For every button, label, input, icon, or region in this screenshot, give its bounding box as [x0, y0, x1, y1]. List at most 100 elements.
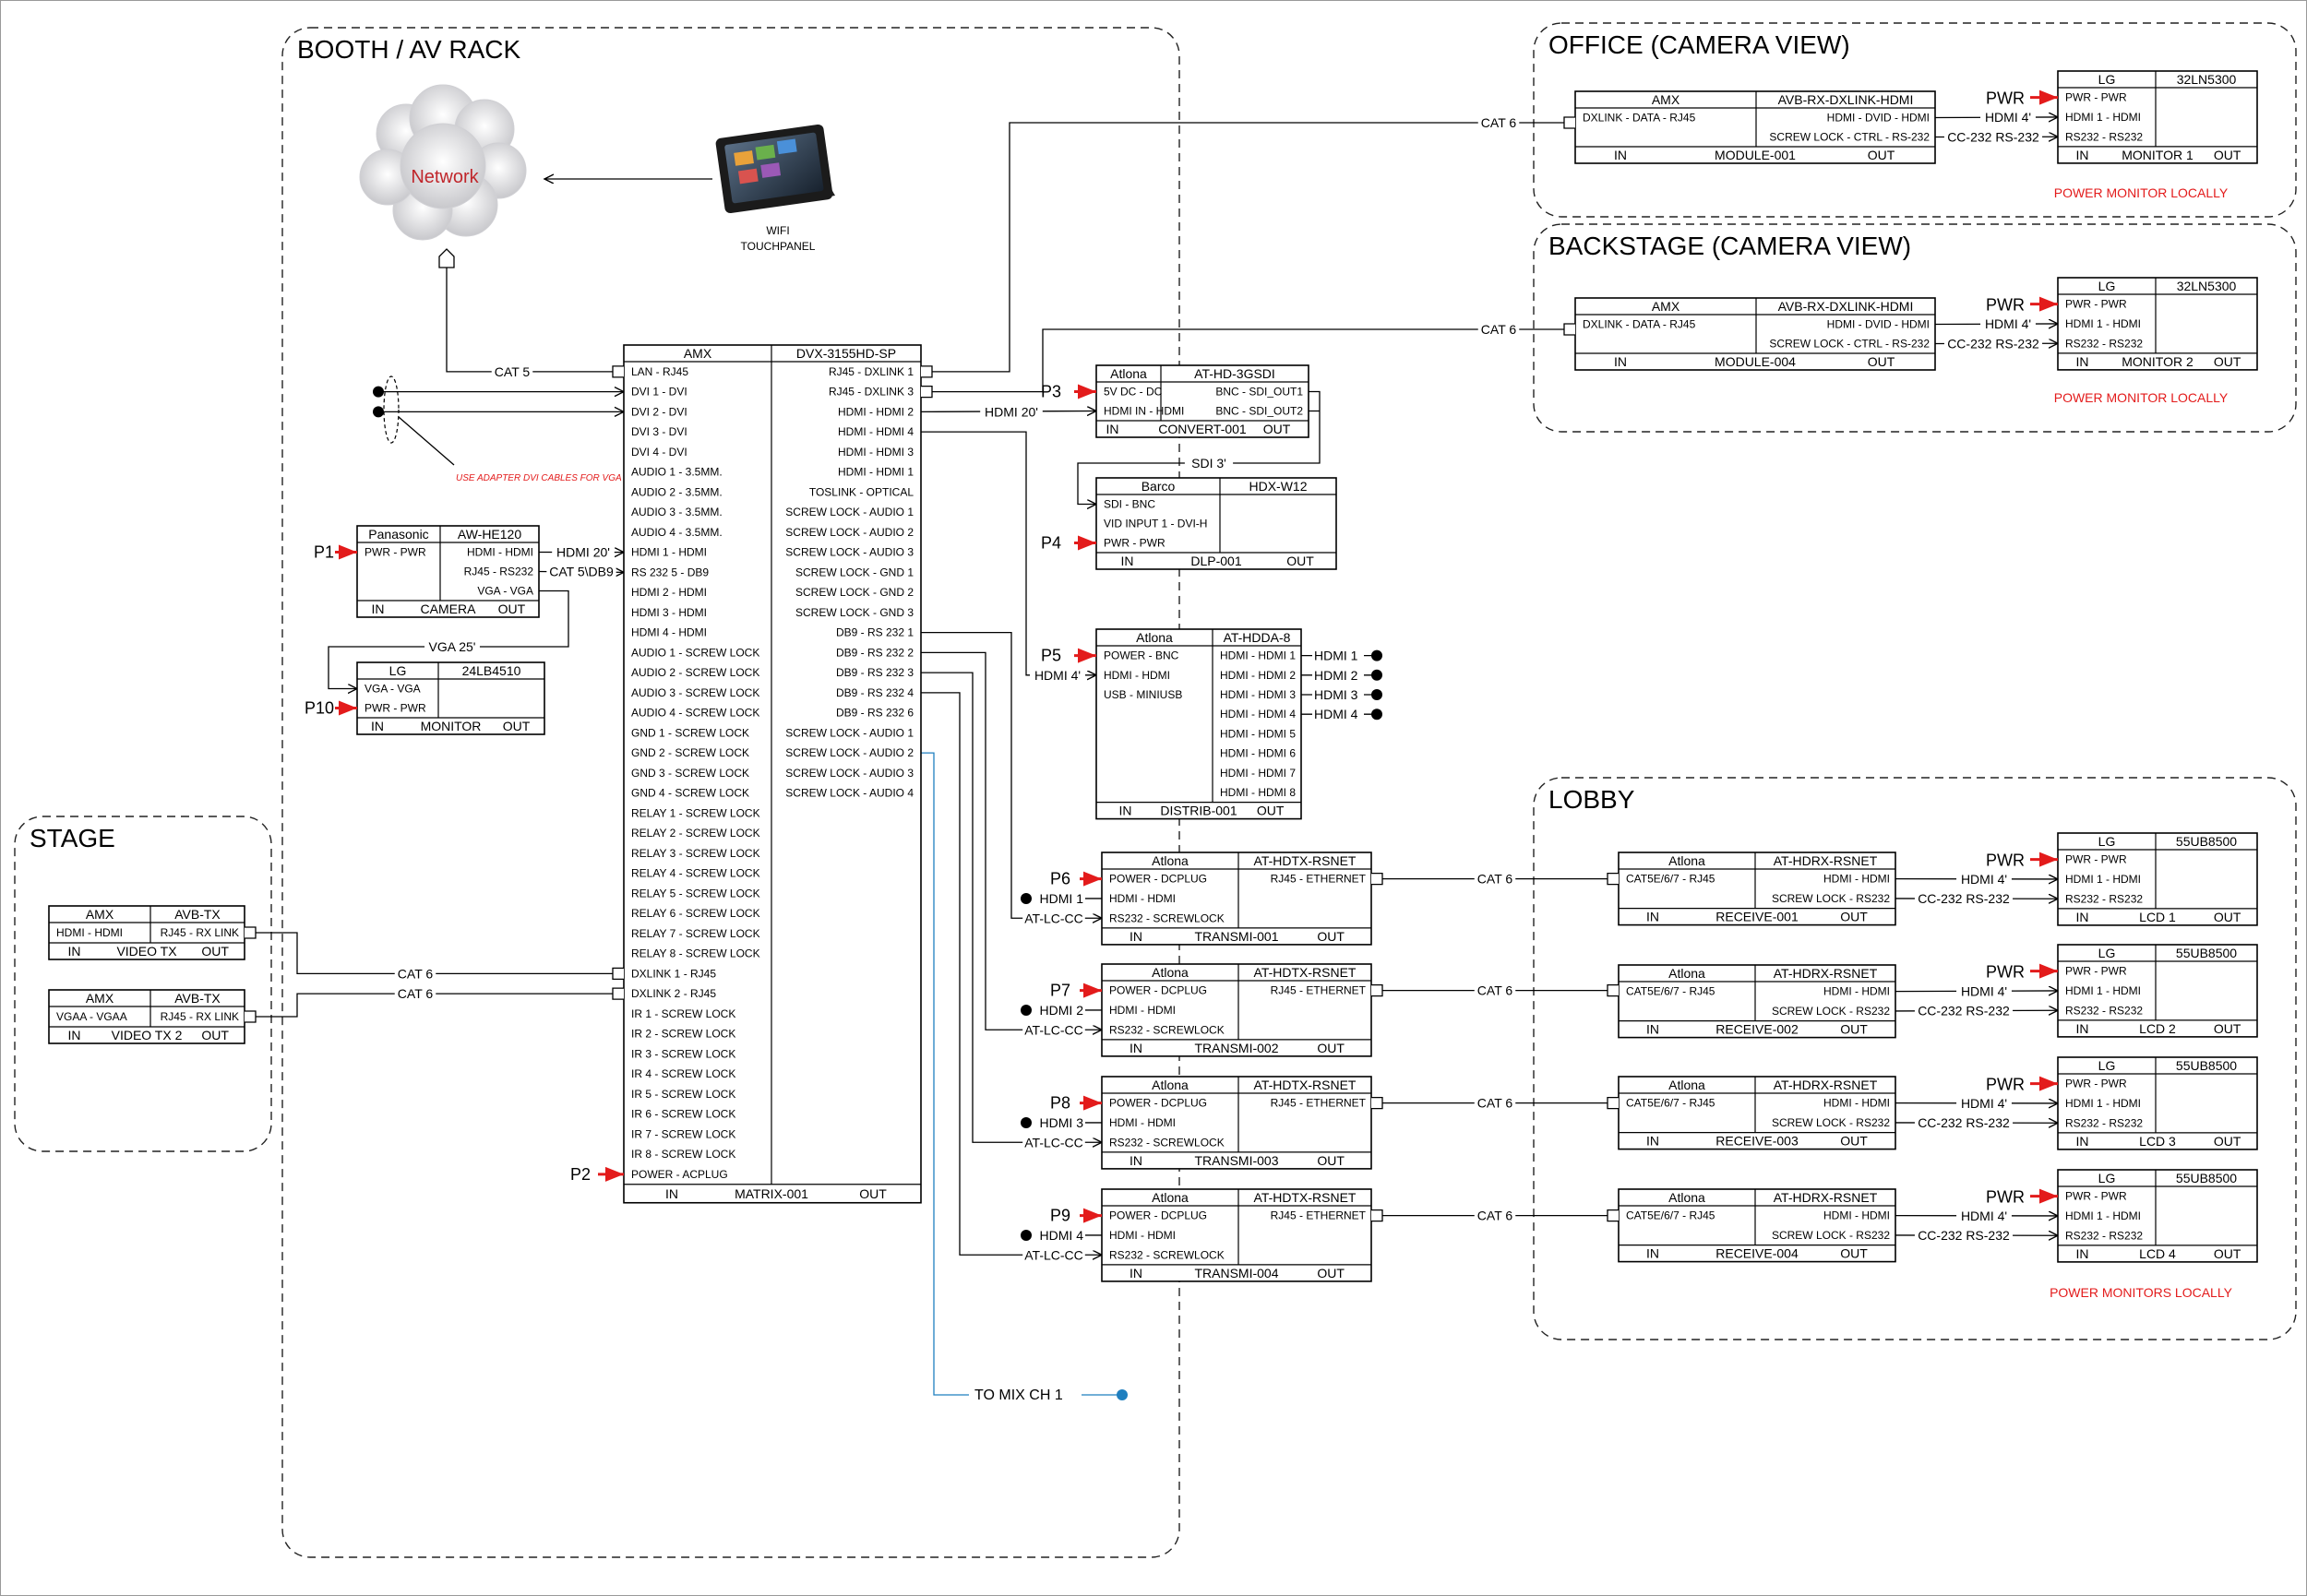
device-maker: LG [2098, 946, 2116, 960]
label-lobby-cat6-2: CAT 6 [1477, 983, 1513, 998]
label-lobby-cat6-3: CAT 6 [1477, 1096, 1513, 1111]
stage-cat6-1 [256, 932, 613, 975]
matrix-output: DB9 - RS 232 4 [836, 686, 914, 699]
device-model: 32LN5300 [2177, 72, 2237, 87]
label-bg [1943, 130, 2043, 146]
matrix-input: RELAY 3 - SCREW LOCK [631, 847, 760, 860]
zone-lobby-title: LOBBY [1548, 785, 1635, 814]
matrix-foot-in: IN [665, 1186, 678, 1201]
foot-out: OUT [201, 1028, 229, 1042]
foot-out: OUT [2214, 148, 2241, 162]
foot-out: OUT [1840, 910, 1868, 924]
device-model: HDX-W12 [1249, 479, 1307, 494]
port-in: SDI - BNC [1104, 498, 1155, 511]
pwr-tag: PWR [1986, 852, 2025, 870]
zone-booth-title: BOOTH / AV RACK [297, 35, 521, 64]
foot-name: MONITOR 1 [2122, 148, 2193, 162]
port-out: SCREW LOCK - CTRL - RS-232 [1769, 131, 1930, 144]
foot-name: VIDEO TX [116, 944, 177, 959]
port-out: HDMI - HDMI [1823, 873, 1890, 886]
label-lobby-hdmi-1: HDMI 4' [1961, 872, 2007, 887]
network-jack [438, 248, 455, 268]
label-cat5: CAT 5 [495, 364, 531, 379]
distrib-hdmi-end [1371, 689, 1382, 700]
matrix-input: RELAY 4 - SCREW LOCK [631, 867, 760, 880]
matrix-input: IR 3 - SCREW LOCK [631, 1047, 735, 1060]
label-atlccc-1: AT-LC-CC [1024, 911, 1083, 925]
port-out: HDMI - HDMI [1823, 1097, 1890, 1110]
matrix-output: DB9 - RS 232 6 [836, 707, 914, 720]
label-bg [491, 364, 533, 380]
foot-name: CONVERT-001 [1158, 422, 1247, 436]
power-tag-p9: P9 [1050, 1207, 1070, 1225]
power-tag-p8: P8 [1050, 1094, 1070, 1113]
port-out: HDMI - HDMI 6 [1220, 747, 1296, 760]
device-model: AW-HE120 [458, 527, 521, 542]
pwr-tag: PWR [1986, 1076, 2025, 1094]
device-maker: Atlona [1152, 1078, 1189, 1092]
label-bg [1030, 668, 1085, 684]
label-bg [394, 987, 436, 1003]
foot-in: IN [1130, 1266, 1142, 1280]
foot-out: OUT [498, 601, 526, 616]
port-in: VID INPUT 1 - DVI-H [1104, 518, 1207, 530]
port-in: PWR - PWR [2065, 298, 2127, 311]
label-bg [1943, 337, 2043, 352]
matrix-output: HDMI - HDMI 1 [838, 466, 914, 479]
foot-out: OUT [1868, 354, 1895, 369]
label-bg [1914, 1116, 2014, 1132]
matrix-input: RELAY 8 - SCREW LOCK [631, 947, 760, 960]
port-in: PWR - PWR [2065, 91, 2127, 104]
device-maker: LG [2098, 279, 2116, 293]
label-bg [1022, 911, 1085, 927]
rj45-jack [245, 1010, 257, 1023]
hdmi4-distrib-wire [921, 431, 1096, 675]
rj45-jack [612, 365, 624, 378]
matrix-output: DB9 - RS 232 2 [836, 646, 914, 659]
foot-in: IN [68, 1028, 81, 1042]
port-in: HDMI - HDMI [1109, 1229, 1176, 1242]
foot-in: IN [1121, 554, 1134, 568]
device-maker: Atlona [1668, 966, 1705, 981]
label-bg [1914, 1004, 2014, 1019]
port-in: HDMI - HDMI [56, 926, 123, 939]
matrix-input: HDMI 3 - HDMI [631, 606, 707, 619]
foot-name: LCD 1 [2139, 910, 2176, 924]
port-out: RJ45 - RX LINK [161, 926, 239, 939]
label-atlccc-4: AT-LC-CC [1024, 1247, 1083, 1262]
matrix-input: LAN - RJ45 [631, 365, 688, 378]
port-out: HDMI - HDMI [1823, 985, 1890, 998]
zone-stage: STAGE [14, 816, 272, 1152]
matrix-input: HDMI 4 - HDMI [631, 626, 707, 639]
port-out: RJ45 - ETHERNET [1271, 1209, 1367, 1222]
matrix-input: GND 3 - SCREW LOCK [631, 767, 749, 780]
device-maker: Atlona [1110, 366, 1147, 381]
mix-channel-end [1117, 1389, 1128, 1400]
port-out: SCREW LOCK - RS232 [1772, 1005, 1890, 1018]
foot-out: OUT [1840, 1022, 1868, 1037]
dvi-note-leader [398, 416, 455, 466]
label-lobby-hdmi-4: HDMI 4' [1961, 1209, 2007, 1223]
matrix-output: DB9 - RS 232 1 [836, 626, 914, 639]
port-in: RS232 - SCREWLOCK [1109, 1023, 1225, 1036]
port-in: RS232 - RS232 [2065, 1004, 2143, 1017]
rj45-jack [1563, 116, 1575, 129]
device-maker: Atlona [1668, 853, 1705, 868]
foot-out: OUT [1317, 1266, 1345, 1280]
port-in: RS232 - SCREWLOCK [1109, 911, 1225, 924]
matrix-output: DB9 - RS 232 3 [836, 666, 914, 679]
port-out: RJ45 - RX LINK [161, 1010, 239, 1023]
foot-in: IN [1646, 1134, 1659, 1149]
label-bg [1980, 111, 2036, 126]
matrix-input: RS 232 5 - DB9 [631, 566, 709, 578]
matrix-input: IR 7 - SCREW LOCK [631, 1127, 735, 1140]
rj45-jack [245, 926, 257, 939]
